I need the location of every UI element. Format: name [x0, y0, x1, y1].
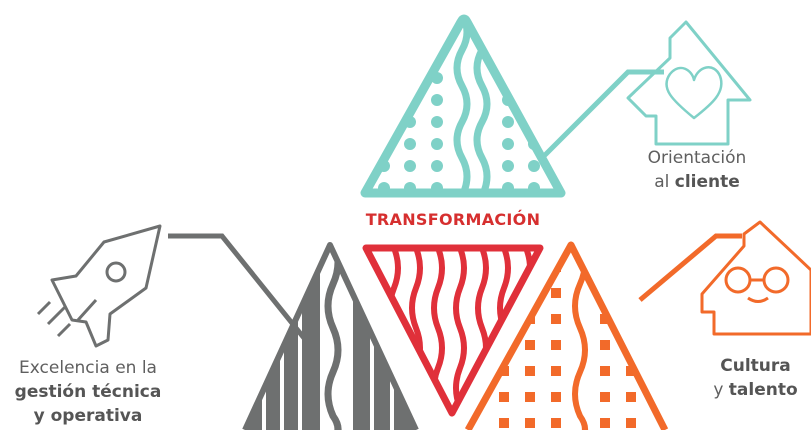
- cultura-line2: y talento: [700, 378, 811, 402]
- house-heart-icon: [626, 20, 752, 146]
- orange-triangle: [464, 241, 669, 430]
- label-cultura-talento: Cultura y talento: [700, 354, 811, 402]
- excelencia-line2: gestión técnica: [0, 380, 176, 404]
- gray-connector: [168, 233, 306, 340]
- cliente-line2-bold: cliente: [674, 172, 740, 192]
- teal-triangle: [360, 14, 566, 198]
- excelencia-line1: Excelencia en la: [19, 358, 157, 378]
- transformation-label: TRANSFORMACIÓN: [365, 210, 541, 229]
- cultura-line2-bold: talento: [728, 380, 798, 400]
- house-glasses-icon: [700, 220, 811, 336]
- cliente-line2: al cliente: [622, 170, 772, 194]
- cultura-line2-normal: y: [713, 380, 729, 400]
- label-excelencia-gestion: Excelencia en la gestión técnica y opera…: [0, 356, 176, 428]
- cliente-line1: Orientación: [647, 148, 747, 168]
- teal-connector: [538, 69, 664, 162]
- excelencia-line3: y operativa: [0, 404, 176, 428]
- cliente-line2-normal: al: [654, 172, 675, 192]
- excelencia-line2-bold: gestión técnica: [14, 382, 162, 402]
- label-orientacion-cliente: Orientación al cliente: [622, 146, 772, 194]
- orange-connector: [638, 233, 742, 302]
- rocket-icon: [36, 224, 162, 348]
- excelencia-line3-bold: y operativa: [33, 406, 143, 426]
- cultura-line1: Cultura: [700, 354, 811, 378]
- cultura-line1-bold: Cultura: [720, 356, 791, 376]
